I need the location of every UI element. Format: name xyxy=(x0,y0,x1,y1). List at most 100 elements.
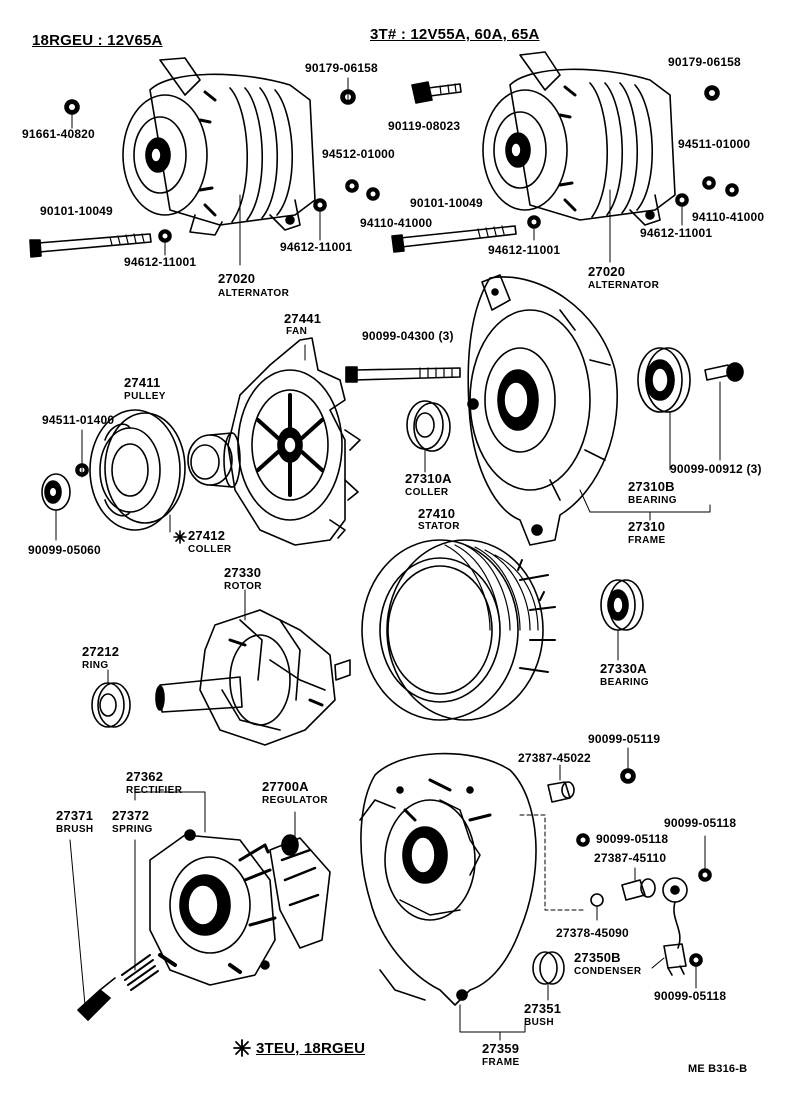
label-27412: 27412 xyxy=(188,528,226,543)
brush-part xyxy=(77,977,116,1021)
label-94511-right: 94511-01000 xyxy=(678,137,751,151)
label-27212: 27212 xyxy=(82,644,120,659)
bearing-27310b-part xyxy=(637,347,691,413)
label-regulator: REGULATOR xyxy=(262,795,329,806)
leader-lines-middle xyxy=(55,344,721,541)
bearing-27330a-part xyxy=(600,579,644,631)
label-94612-a: 94612-11001 xyxy=(124,255,197,269)
stator-part xyxy=(361,539,556,721)
label-spring: SPRING xyxy=(112,824,153,835)
label-stator: STATOR xyxy=(418,521,460,532)
label-27700a: 27700A xyxy=(262,779,309,794)
label-27410: 27410 xyxy=(418,506,456,521)
leader-lines-top xyxy=(71,77,683,266)
rotor-part xyxy=(155,609,351,746)
frame-27359-part xyxy=(359,752,537,1006)
label-bearing-a: BEARING xyxy=(600,677,649,688)
label-94110-left: 94110-41000 xyxy=(360,216,433,230)
ring-27212-part xyxy=(91,682,131,728)
label-90099-05060: 90099-05060 xyxy=(28,543,101,557)
label-pulley: PULLEY xyxy=(124,391,166,402)
label-27362: 27362 xyxy=(126,769,164,784)
label-94511-01400: 94511-01400 xyxy=(42,413,115,427)
insulator-27387-45110 xyxy=(621,878,656,901)
label-rotor: ROTOR xyxy=(224,581,262,592)
label-27020-right: 27020 xyxy=(588,264,626,279)
screw-90099-00912 xyxy=(704,362,744,382)
label-27372: 27372 xyxy=(112,808,150,823)
label-rectifier: RECTIFIER xyxy=(126,785,183,796)
bolt-90099-04300 xyxy=(345,366,461,383)
label-94612-b: 94612-11001 xyxy=(280,240,353,254)
insulator-27387-45022 xyxy=(547,781,575,803)
bolt-90119 xyxy=(411,81,462,104)
label-27310a: 27310A xyxy=(405,471,452,486)
label-27387-45022: 27387-45022 xyxy=(518,751,591,765)
bolt-90101-right xyxy=(391,225,517,253)
header-left-title: 18RGEU : 12V65A xyxy=(32,32,163,49)
footer-ref: ME B316-B xyxy=(688,1063,748,1075)
alternator-left-illustration xyxy=(122,57,316,236)
label-91661-40820: 91661-40820 xyxy=(22,127,95,141)
label-90179-left: 90179-06158 xyxy=(305,61,378,75)
label-94612-d: 94612-11001 xyxy=(640,226,713,240)
nut-90099-05060-part xyxy=(41,473,71,511)
header-right-title: 3T# : 12V55A, 60A, 65A xyxy=(370,26,540,43)
label-coller-b: COLLER xyxy=(405,487,449,498)
label-frame-27310: FRAME xyxy=(628,535,666,546)
spring-part xyxy=(121,954,159,991)
label-alternator-right: ALTERNATOR xyxy=(588,280,660,291)
label-bush: BUSH xyxy=(524,1017,554,1028)
label-90099-05118-c: 90099-05118 xyxy=(654,989,727,1003)
label-27350b: 27350B xyxy=(574,950,621,965)
label-90101-right: 90101-10049 xyxy=(410,196,483,210)
leader-lines-rectifier xyxy=(69,791,296,1006)
asterisk-icon xyxy=(233,1039,251,1057)
label-90099-05118-b: 90099-05118 xyxy=(664,816,737,830)
label-90099-05118-a: 90099-05118 xyxy=(596,832,669,846)
rectifier-assembly-part xyxy=(149,829,277,986)
label-90101-left: 90101-10049 xyxy=(40,204,113,218)
bolt-90101-left xyxy=(29,233,152,258)
label-bearing-b: BEARING xyxy=(628,495,677,506)
label-alternator-left: ALTERNATOR xyxy=(218,288,290,299)
label-fan: FAN xyxy=(286,326,308,337)
label-90099-00912: 90099-00912 (3) xyxy=(670,462,762,476)
label-90099-05119: 90099-05119 xyxy=(588,732,661,746)
label-94612-c: 94612-11001 xyxy=(488,243,561,257)
label-ring: RING xyxy=(82,660,109,671)
fan-part xyxy=(227,337,361,546)
footer-note: 3TEU, 18RGEU xyxy=(256,1040,366,1057)
alternator-right-illustration xyxy=(482,51,676,226)
bush-27351-part xyxy=(532,951,565,985)
label-frame-27359: FRAME xyxy=(482,1057,520,1068)
label-27411: 27411 xyxy=(124,375,161,390)
condenser-part xyxy=(662,877,688,976)
label-90099-04300: 90099-04300 (3) xyxy=(362,329,454,343)
pulley-part xyxy=(89,409,186,531)
label-27387-45110: 27387-45110 xyxy=(594,851,667,865)
label-coller-a: COLLER xyxy=(188,544,232,555)
coller-27310a-part xyxy=(406,400,451,452)
label-condenser: CONDENSER xyxy=(574,966,642,977)
label-27378-45090: 27378-45090 xyxy=(556,926,629,940)
label-90179-right: 90179-06158 xyxy=(668,55,741,69)
label-27310: 27310 xyxy=(628,519,666,534)
label-brush: BRUSH xyxy=(56,824,94,835)
coller-27412-part xyxy=(187,432,241,488)
regulator-part xyxy=(269,834,331,949)
label-27351: 27351 xyxy=(524,1001,562,1016)
label-27330a: 27330A xyxy=(600,661,647,676)
label-27330: 27330 xyxy=(224,565,262,580)
washer-27378-part xyxy=(590,893,604,907)
label-27310b: 27310B xyxy=(628,479,675,494)
label-94110-right: 94110-41000 xyxy=(692,210,765,224)
frame-27310-part xyxy=(467,274,619,546)
label-90119: 90119-08023 xyxy=(388,119,461,133)
label-27020-left: 27020 xyxy=(218,271,256,286)
label-27441: 27441 xyxy=(284,311,322,326)
asterisk-icon-coller xyxy=(173,530,187,544)
label-27359: 27359 xyxy=(482,1041,520,1056)
